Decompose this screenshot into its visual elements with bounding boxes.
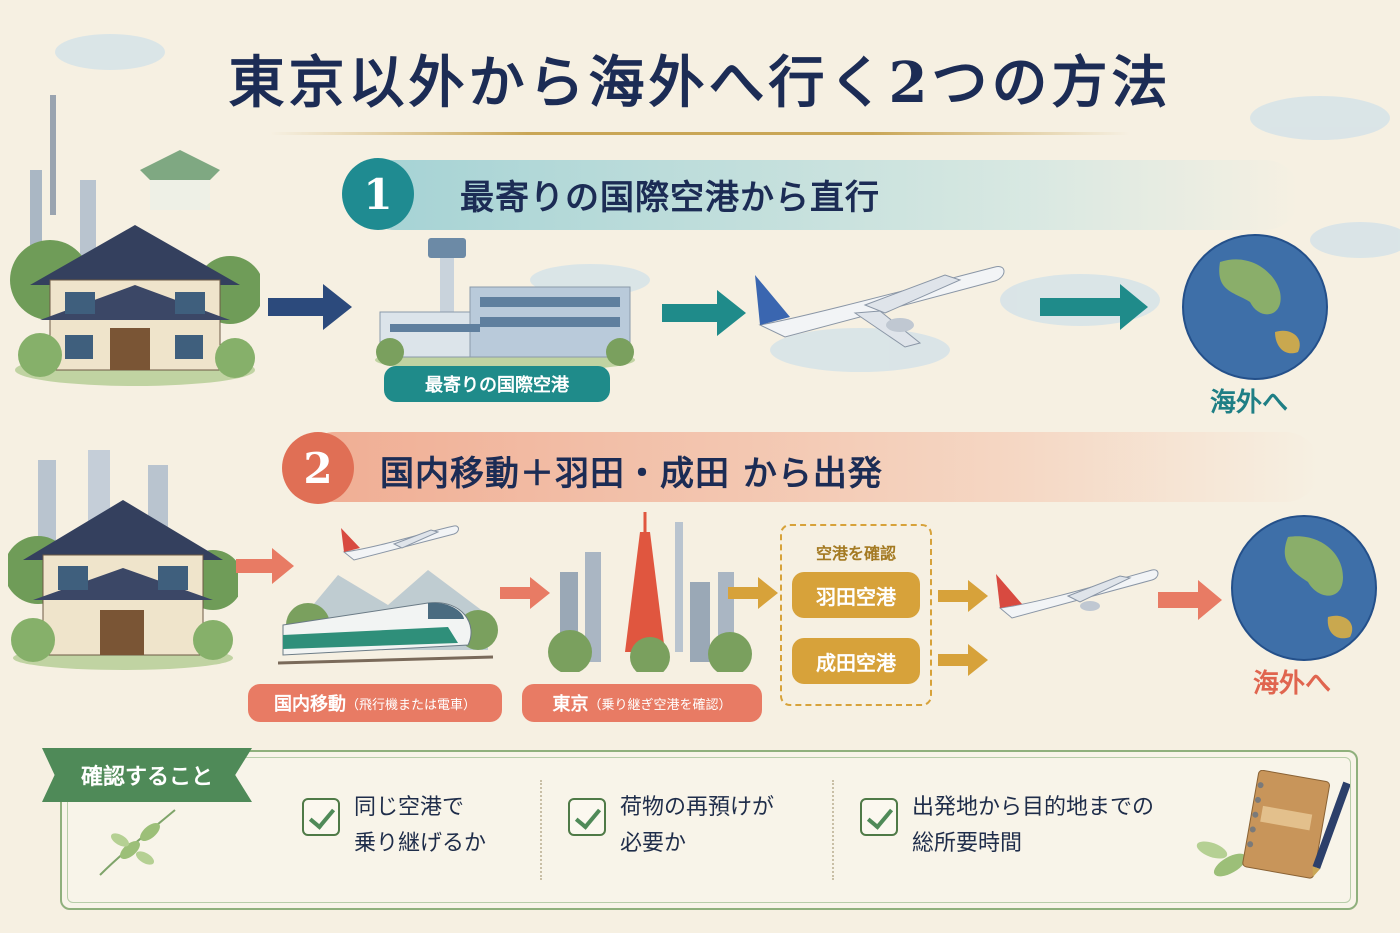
checklist-item-text: 荷物の再預けが 必要か [620, 790, 774, 862]
airport-confirm-box [780, 524, 932, 706]
airplane-icon [341, 525, 459, 561]
route1-destination-label: 海外へ [1210, 388, 1289, 418]
arrow-right-icon [1158, 580, 1222, 620]
checklist-title: 確認すること [42, 748, 252, 802]
arrow-right-icon [662, 290, 746, 336]
checklist-item-line: 同じ空港で [354, 795, 465, 820]
arrow-right-icon [500, 577, 550, 609]
checklist-divider [540, 780, 542, 880]
checklist-panel-border [67, 757, 1351, 903]
bullet-train-icon [278, 570, 498, 665]
checklist-item-text: 同じ空港で 乗り継げるか [354, 790, 486, 862]
checklist-item: 荷物の再預けが 必要か [568, 790, 774, 862]
checklist-item-line: 荷物の再預けが [620, 795, 775, 820]
route2-heading: 国内移動＋羽田・成田 から出発 [380, 454, 883, 494]
checklist-divider [832, 780, 834, 880]
tokyo-skyline-icon [548, 512, 752, 672]
route2-number-badge: 2 [282, 432, 354, 504]
arrow-right-icon [268, 284, 352, 330]
arrow-right-icon [728, 577, 778, 609]
route1-heading: 最寄りの国際空港から直行 [460, 178, 880, 218]
checklist-item: 出発地から目的地までの 総所要時間 [860, 790, 1154, 862]
checkbox-checked-icon [568, 798, 606, 836]
notebook-pen-icon [1196, 770, 1350, 879]
globe-icon [1182, 234, 1328, 380]
tokyo-note: （乗り継ぎ空港を確認） [588, 697, 732, 713]
airplane-icon [755, 266, 1005, 348]
domestic-travel-label: 国内移動（飛行機または電車） [248, 684, 502, 722]
page-title: 東京以外から海外へ行く2つの方法 [228, 50, 1172, 116]
checklist-item-line: 総所要時間 [912, 831, 1023, 856]
airport-confirm-title: 空港を確認 [815, 544, 896, 563]
checklist-item-line: 必要か [620, 831, 687, 856]
checklist-item-line: 出発地から目的地までの [912, 795, 1155, 820]
house-icon [10, 95, 260, 386]
arrow-right-icon [236, 548, 294, 584]
arrow-right-icon [1040, 284, 1148, 330]
checklist-item: 同じ空港で 乗り継げるか [302, 790, 486, 862]
globe-icon [1231, 515, 1377, 661]
checkbox-checked-icon [860, 798, 898, 836]
domestic-travel-text: 国内移動 [273, 694, 346, 715]
airport-icon [375, 238, 635, 372]
airplane-icon [996, 569, 1159, 619]
narita-airport-label: 成田空港 [792, 638, 920, 684]
leaf-branch-icon [99, 809, 176, 876]
tokyo-text: 東京 [552, 694, 589, 715]
route2-destination-label: 海外へ [1253, 669, 1332, 699]
arrow-right-icon [938, 580, 988, 612]
checklist-item-text: 出発地から目的地までの 総所要時間 [912, 790, 1154, 862]
haneda-airport-label: 羽田空港 [792, 572, 920, 618]
nearest-airport-label: 最寄りの国際空港 [384, 366, 610, 402]
checklist-panel [60, 750, 1358, 910]
arrow-right-icon [938, 644, 988, 676]
title-divider [270, 132, 1130, 135]
domestic-travel-note: （飛行機または電車） [345, 697, 476, 713]
route1-banner [360, 160, 1300, 230]
route1-number-badge: 1 [342, 158, 414, 230]
route2-banner [300, 432, 1320, 502]
house-icon [8, 450, 238, 670]
tokyo-label: 東京（乗り継ぎ空港を確認） [522, 684, 762, 722]
checkbox-checked-icon [302, 798, 340, 836]
checklist-item-line: 乗り継げるか [354, 831, 487, 856]
